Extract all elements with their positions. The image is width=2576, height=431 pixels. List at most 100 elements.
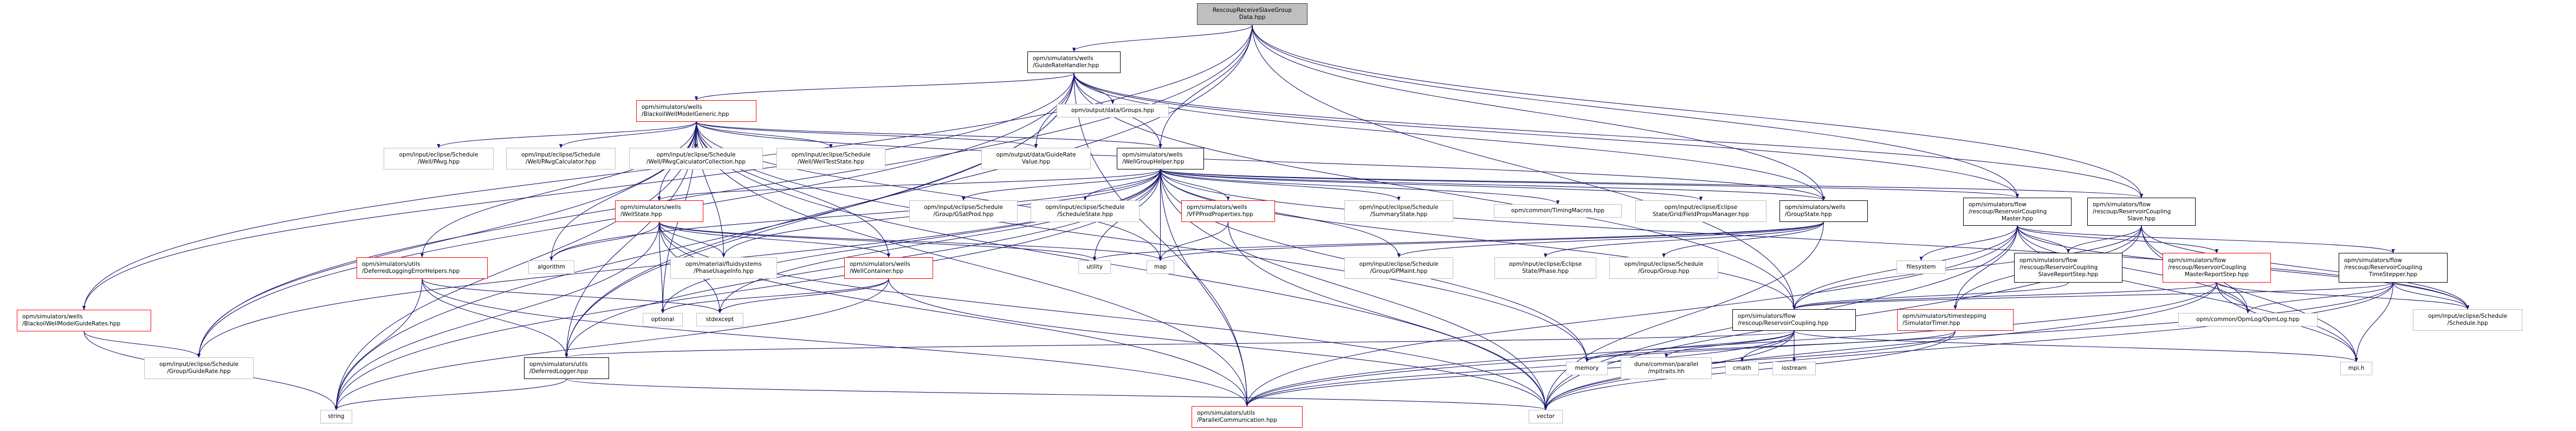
graph-node-map[interactable]: map — [1147, 260, 1174, 274]
graph-node-pavgcoll[interactable]: opm/input/eclipse/Schedule/Well/PAvgCalc… — [629, 148, 763, 169]
dependency-edge-bwmg-to-wgh — [696, 121, 1162, 148]
node-label-line: opm/simulators/wells — [1187, 204, 1247, 211]
node-label-line: /rescoup/ReservoirCoupling — [2093, 208, 2171, 215]
graph-node-dleh[interactable]: opm/simulators/utils/DeferredLoggingErro… — [357, 257, 488, 279]
node-label-line: opm/input/eclipse/Schedule — [1624, 261, 1704, 267]
node-label-line: opm/simulators/flow — [2020, 257, 2077, 264]
dependency-edge-wellstate-to-optional — [658, 221, 665, 314]
graph-node-timing[interactable]: opm/common/TimingMacros.hpp — [1494, 204, 1622, 218]
dependency-edge-rescoup-to-mpitraits — [1664, 330, 1795, 358]
graph-node-vector[interactable]: vector — [1529, 410, 1563, 423]
graph-node-wellstate[interactable]: opm/simulators/wells/WellState.hpp — [615, 200, 703, 222]
graph-node-group[interactable]: opm/input/eclipse/Schedule/Group/Group.h… — [1609, 257, 1718, 279]
graph-node-pavgcalc[interactable]: opm/input/eclipse/Schedule/Well/PAvgCalc… — [506, 148, 616, 169]
dependency-edge-wellcontainer-to-string — [334, 278, 889, 410]
node-label-line: opm/input/eclipse/Schedule — [159, 361, 238, 368]
node-label-line: /ParallelCommunication.hpp — [1197, 417, 1277, 423]
graph-node-groupstate[interactable]: opm/simulators/wells/GroupState.hpp — [1779, 200, 1868, 222]
node-label-line: opm/input/eclipse/Eclipse — [1509, 261, 1582, 267]
node-label-line: RescoupReceiveSlaveGroup — [1212, 7, 1292, 14]
graph-node-simtimer[interactable]: opm/simulators/timestepping/SimulatorTim… — [1897, 309, 2014, 331]
dependency-edge-vfp-to-vector — [1227, 221, 1548, 410]
node-label-line: opm/simulators/timestepping — [1902, 313, 1986, 319]
dependency-edge-wgh-to-rescoup — [1160, 169, 1796, 310]
node-label-line: opm/simulators/utils — [1197, 410, 1255, 416]
dependency-edge-rescoup-to-memory — [1585, 330, 1795, 362]
graph-node-algorithm[interactable]: algorithm — [528, 260, 574, 274]
dependency-edge-masterreport-to-rescoup — [1792, 282, 2217, 310]
graph-node-rescoup[interactable]: opm/simulators/flow/rescoup/ReservoirCou… — [1732, 309, 1856, 331]
graph-node-gsatprod[interactable]: opm/input/eclipse/Schedule/Group/GSatPro… — [909, 200, 1018, 222]
graph-node-slavereport[interactable]: opm/simulators/flow/rescoup/ReservoirCou… — [2014, 253, 2122, 283]
graph-node-welltest[interactable]: opm/input/eclipse/Schedule/Well/WellTest… — [776, 148, 885, 169]
graph-node-wellcontainer[interactable]: opm/simulators/wells/WellContainer.hpp — [844, 257, 933, 279]
node-label-line: opm/output/data/Groups.hpp — [1071, 107, 1154, 114]
graph-node-summary[interactable]: opm/input/eclipse/Schedule/SummaryState.… — [1344, 200, 1453, 222]
node-label-line: /DeferredLoggingErrorHelpers.hpp — [362, 268, 460, 275]
node-label-line: stdexcept — [706, 316, 734, 323]
graph-node-groups[interactable]: opm/output/data/Groups.hpp — [1057, 104, 1169, 117]
dependency-edge-guiderates-to-guiderate — [83, 331, 201, 358]
dependency-edge-wellcontainer-to-stdexcept — [718, 278, 889, 314]
graph-node-vfp[interactable]: opm/simulators/wells/VFPProdProperties.h… — [1181, 200, 1275, 222]
node-label-line: opm/simulators/wells — [1785, 204, 1846, 211]
dependency-edge-simtimer-to-memory — [1585, 330, 1956, 362]
graph-node-slave[interactable]: opm/simulators/flow/rescoup/ReservoirCou… — [2087, 198, 2196, 226]
dependency-edge-bwmg-to-parcomm — [696, 121, 1249, 407]
graph-node-timestepper[interactable]: opm/simulators/flow/rescoup/ReservoirCou… — [2339, 253, 2448, 283]
dependency-edge-wgh-to-gpmaint — [1160, 169, 1401, 258]
graph-node-parcomm[interactable]: opm/simulators/utils/ParallelCommunicati… — [1192, 406, 1303, 428]
dependency-edge-bwmg-to-vector — [696, 121, 1548, 410]
dependency-edge-root-to-grh — [1072, 24, 1253, 52]
graph-node-pavg[interactable]: opm/input/eclipse/Schedule/Well/PAvg.hpp — [384, 148, 494, 169]
dependency-edge-wgh-to-schedstate — [1083, 169, 1161, 201]
graph-node-cmath[interactable]: cmath — [1725, 362, 1759, 375]
graph-node-schedule[interactable]: opm/input/eclipse/Schedule/Schedule.hpp — [2413, 309, 2522, 331]
graph-node-deflogger[interactable]: opm/simulators/utils/DeferredLogger.hpp — [524, 357, 609, 379]
graph-node-filesystem[interactable]: filesystem — [1897, 260, 1946, 274]
graph-node-schedstate[interactable]: opm/input/eclipse/Schedule/ScheduleState… — [1031, 200, 1140, 222]
graph-node-gpmaint[interactable]: opm/input/eclipse/Schedule/Group/GPMaint… — [1344, 257, 1453, 279]
graph-node-masterreport[interactable]: opm/simulators/flow/rescoup/ReservoirCou… — [2163, 253, 2271, 283]
node-label-line: /Schedule.hpp — [2447, 320, 2488, 326]
graph-node-opmlog[interactable]: opm/common/OpmLog/OpmLog.hpp — [2178, 313, 2318, 326]
dependency-edge-wgh-to-slave — [1160, 169, 2143, 198]
graph-node-guiderates[interactable]: opm/simulators/wells/BlackoilWellModelGu… — [17, 310, 151, 331]
dependency-edge-slave-to-mpi — [2141, 225, 2358, 362]
graph-node-guiderate[interactable]: opm/input/eclipse/Schedule/Group/GuideRa… — [144, 357, 254, 379]
graph-node-wgh[interactable]: opm/simulators/wells/WellGroupHelper.hpp — [1117, 148, 1204, 169]
dependency-edge-master-to-parcomm — [1245, 225, 2018, 407]
graph-node-mpi[interactable]: mpi.h — [2340, 362, 2372, 375]
node-label-line: /rescoup/ReservoirCoupling — [2344, 264, 2423, 271]
graph-node-iostream[interactable]: iostream — [1772, 362, 1816, 375]
node-label-line: opm/output/data/GuideRate — [996, 152, 1076, 158]
node-label-line: opm/simulators/wells — [1122, 152, 1183, 158]
node-label-line: opm/input/eclipse/Eclipse — [1664, 204, 1738, 211]
dependency-edge-bwmg-to-pavg — [437, 121, 697, 148]
dependency-edge-rescoup-to-mpi — [1794, 330, 2358, 362]
graph-node-bwmg[interactable]: opm/simulators/wells/BlackoilWellModelGe… — [636, 100, 756, 122]
dependency-edge-wellstate-to-wellcontainer — [658, 221, 890, 258]
dependency-edge-deflogger-to-vector — [566, 378, 1548, 410]
graph-node-grh[interactable]: opm/simulators/wells/GuideRateHandler.hp… — [1027, 51, 1121, 73]
graph-node-stdexcept[interactable]: stdexcept — [696, 313, 743, 326]
graph-node-master[interactable]: opm/simulators/flow/rescoup/ReservoirCou… — [1963, 198, 2072, 226]
graph-node-string[interactable]: string — [320, 410, 352, 423]
node-label-line: /rescoup/ReservoirCoupling — [1969, 208, 2047, 215]
dependency-edge-wgh-to-vfp — [1160, 169, 1230, 201]
dependency-edge-wgh-to-timing — [1160, 169, 1559, 205]
node-label-line: /Well/PAvg.hpp — [417, 159, 460, 165]
node-label-line: Data.hpp — [1239, 14, 1266, 21]
node-label-line: opm/input/eclipse/Schedule — [1045, 204, 1125, 211]
dependency-edge-timestepper-to-vector — [1544, 282, 2394, 410]
graph-node-mpitraits[interactable]: dune/common/parallel/mpitraits.hh — [1621, 357, 1712, 379]
graph-node-phaseusage[interactable]: opm/material/fluidsystems/PhaseUsageInfo… — [670, 257, 777, 279]
graph-node-utility[interactable]: utility — [1078, 260, 1111, 274]
node-label-line: optional — [651, 316, 675, 323]
graph-node-memory[interactable]: memory — [1566, 362, 1608, 375]
graph-node-optional[interactable]: optional — [643, 313, 683, 326]
